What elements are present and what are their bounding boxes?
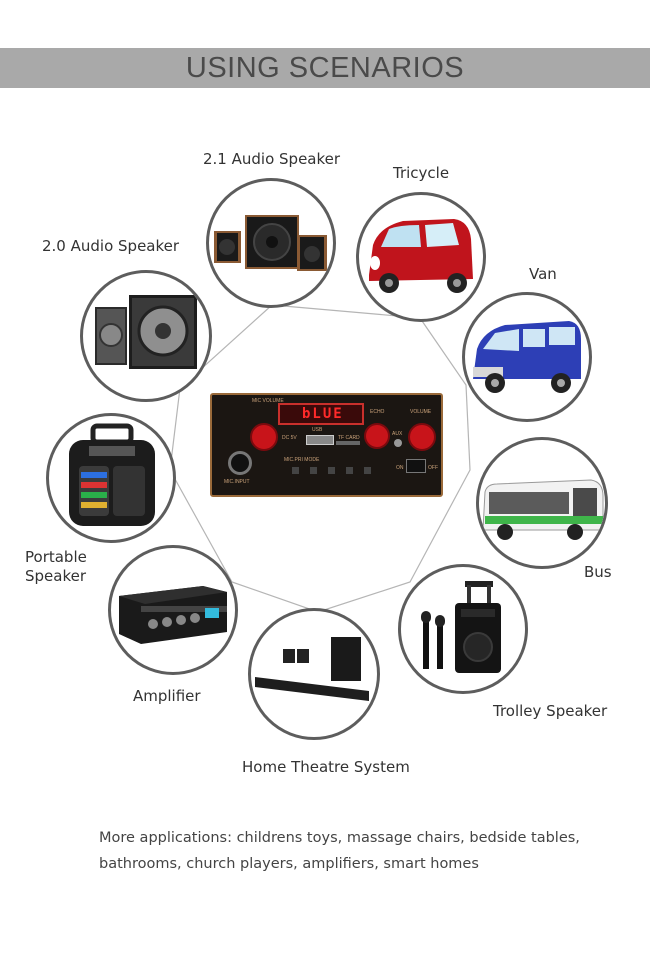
portable-speaker-circle — [46, 413, 176, 543]
bus-circle — [476, 437, 608, 569]
next-button[interactable] — [364, 467, 371, 474]
volume-label: VOLUME — [410, 409, 432, 415]
tf-label: TF CARD — [338, 435, 360, 441]
echo-label: ECHO — [370, 409, 385, 415]
bluetooth-module-board: bLUE MIC VOLUME ECHO VOLUME USB DC 5V TF… — [210, 393, 443, 497]
volume-knob[interactable] — [408, 423, 436, 451]
home-theatre-label: Home Theatre System — [242, 758, 410, 776]
amplifier-icon — [119, 586, 227, 644]
speaker-2-1-label: 2.1 Audio Speaker — [203, 150, 341, 168]
amplifier-label: Amplifier — [133, 687, 201, 705]
title-banner: USING SCENARIOS — [0, 48, 650, 88]
bus-label: Bus — [584, 563, 612, 581]
prev-button[interactable] — [328, 467, 335, 474]
mode-button[interactable] — [310, 467, 317, 474]
aux-jack[interactable] — [394, 439, 402, 447]
footer-line-2: bathrooms, church players, amplifiers, s… — [99, 856, 479, 872]
off-label: OFF — [428, 465, 438, 471]
trolley-speaker-label: Trolley Speaker — [493, 702, 608, 720]
led-display-text: bLUE — [302, 406, 344, 422]
van-icon — [473, 321, 581, 393]
play-button[interactable] — [346, 467, 353, 474]
speaker-2-1-circle — [206, 178, 336, 308]
speaker-2-1-icon — [214, 215, 327, 271]
trolley-speaker-icon — [421, 581, 501, 673]
echo-knob[interactable] — [364, 423, 390, 449]
footer-line-1: More applications: childrens toys, massa… — [99, 830, 580, 846]
home-theatre-icon — [255, 637, 369, 701]
page-title: USING SCENARIOS — [185, 52, 465, 84]
display-window: bLUE — [278, 403, 364, 425]
on-label: ON — [396, 465, 404, 471]
mic-input-label: MIC.INPUT — [224, 479, 250, 485]
trolley-speaker-circle — [398, 564, 528, 694]
mic-volume-label: MIC VOLUME — [252, 398, 284, 404]
tricycle-label: Tricycle — [393, 164, 450, 182]
power-switch[interactable] — [406, 459, 426, 473]
portable-label-2: Speaker — [25, 567, 87, 585]
tf-card-slot[interactable] — [336, 441, 360, 445]
speaker-2-0-label: 2.0 Audio Speaker — [42, 237, 180, 255]
amplifier-circle — [108, 545, 238, 675]
button-row — [292, 467, 392, 475]
portable-label: Portable — [25, 548, 87, 566]
speaker-2-0-circle — [80, 270, 212, 402]
aux-label: AUX — [392, 431, 403, 437]
mic-input-jack[interactable] — [228, 451, 252, 475]
speaker-2-0-icon — [95, 295, 197, 369]
mic-volume-knob[interactable] — [250, 423, 278, 451]
bus-icon — [482, 479, 604, 540]
van-circle — [462, 292, 592, 422]
usb-label: USB — [312, 427, 323, 433]
van-label: Van — [529, 265, 557, 283]
tricycle-icon — [369, 219, 473, 293]
mic-pri-button[interactable] — [292, 467, 299, 474]
home-theatre-circle — [248, 608, 380, 740]
more-applications-text: More applications: childrens toys, massa… — [99, 825, 619, 877]
tricycle-circle — [356, 192, 486, 322]
dc-label: DC 5V — [282, 435, 297, 441]
mode-row-label: MIC.PRI MODE — [284, 457, 320, 463]
portable-speaker-icon — [69, 423, 155, 526]
usb-port[interactable] — [306, 435, 334, 445]
